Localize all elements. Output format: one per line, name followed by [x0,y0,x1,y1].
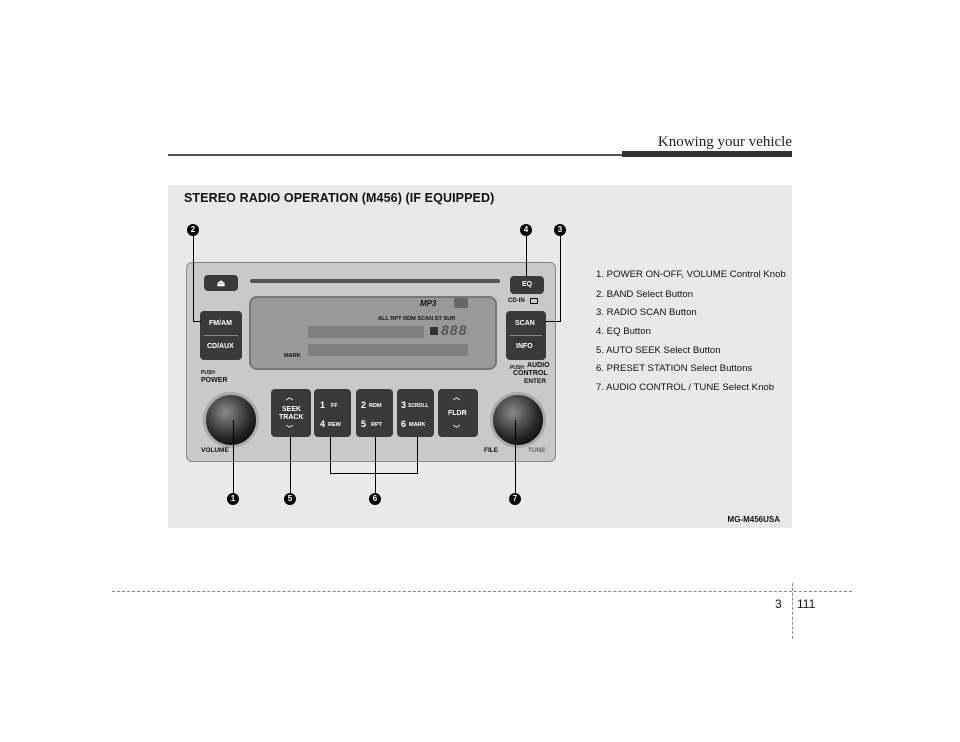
callout-line [330,473,418,474]
eject-button[interactable]: ⏏ [204,275,238,291]
chevron-up-icon: ︿ [286,394,293,401]
header-rule-accent [622,151,792,157]
chapter-number: 3 [775,597,782,611]
cd-in-indicator: CD-IN [508,298,525,304]
disc-icon [530,298,538,304]
callout-line [515,420,516,494]
st-icon [430,327,438,335]
callout-line [233,420,234,494]
callout-line [417,437,418,474]
folder-button[interactable] [438,389,478,437]
preset-4: 4 [320,419,326,429]
seek-track-button[interactable] [271,389,311,437]
control-label: CONTROL [513,370,548,377]
push-label: PUSH [201,370,215,376]
legend-item: 3. RADIO SCAN Button [596,307,697,318]
legend-item: 2. BAND Select Button [596,289,694,300]
legend-item: 1. POWER ON-OFF, VOLUME Control Knob [596,269,786,280]
segment-row-bottom [308,344,468,356]
preset-3: 3 [401,400,407,410]
legend-item: 5. AUTO SEEK Select Button [596,345,721,356]
callout-line [290,437,291,494]
track-label: TRACK [279,414,304,421]
push-label: PUSH [510,365,524,371]
callout-6: 6 [369,493,381,505]
callout-line [546,321,561,322]
preset-6: 6 [401,419,407,429]
footer-divider [792,583,793,639]
preset-3-sub: SCROLL [408,403,429,409]
power-label: POWER [201,377,228,384]
callout-line [560,236,561,322]
chevron-down-icon: ﹀ [453,426,460,433]
indicator-row: ALL RPT RDM SCAN ST SUR [378,316,456,322]
preset-5-sub: RPT [371,422,382,428]
preset-2: 2 [361,400,367,410]
enter-label: ENTER [524,378,547,385]
info-label: INFO [516,343,533,350]
preset-buttons-1-4[interactable] [314,389,351,437]
preset-buttons-3-6[interactable] [397,389,434,437]
chevron-down-icon: ﹀ [286,426,293,433]
power-volume-knob[interactable] [203,392,259,448]
preset-1: 1 [320,400,326,410]
file-label: FILE [484,447,499,454]
audio-tune-knob[interactable] [490,392,546,448]
callout-2: 2 [187,224,199,236]
segment-row-top [308,326,424,338]
figure-code: MG-M456USA [727,515,780,524]
callout-line [193,321,202,322]
preset-1-sub: FF [331,403,338,409]
callout-7: 7 [509,493,521,505]
callout-1: 1 [227,493,239,505]
preset-buttons-2-5[interactable] [356,389,393,437]
callout-5: 5 [284,493,296,505]
eq-button[interactable]: EQ [510,276,544,294]
fldr-label: FLDR [448,410,467,417]
header-title: Knowing your vehicle [657,134,792,150]
mark-indicator: MARK [284,353,301,359]
legend-item: 4. EQ Button [596,326,651,337]
section-title: STEREO RADIO OPERATION (M456) (IF EQUIPP… [184,191,495,205]
callout-line [375,437,376,494]
scan-label: SCAN [515,320,535,327]
button-divider [510,335,542,336]
header-rule [168,154,792,156]
preset-2-sub: RDM [369,403,382,409]
tune-label: TUNE [528,447,546,454]
callout-line [526,236,527,276]
callout-line [193,236,194,322]
disc-logo-icon [454,298,468,308]
eject-icon: ⏏ [216,278,226,288]
cd-aux-label: CD/AUX [207,343,234,350]
digit-display: 888 [441,322,468,338]
preset-6-sub: MARK [409,422,426,428]
button-divider [204,335,238,336]
legend-item: 7. AUDIO CONTROL / TUNE Select Knob [596,382,775,393]
audio-label: AUDIO [527,362,550,369]
callout-3: 3 [554,224,566,236]
volume-label: VOLUME [201,447,229,454]
chevron-up-icon: ︿ [453,394,460,401]
seek-label: SEEK [282,406,302,413]
fm-am-label: FM/AM [209,320,232,327]
cd-slot [250,279,500,283]
preset-4-sub: REW [328,422,341,428]
footer-rule [112,591,852,592]
callout-line [330,437,331,474]
preset-5: 5 [361,419,367,429]
mp3-logo: MP3 [420,299,437,308]
legend-item: 6. PRESET STATION Select Buttons [596,363,753,374]
callout-4: 4 [520,224,532,236]
page-number: 111 [797,597,816,611]
